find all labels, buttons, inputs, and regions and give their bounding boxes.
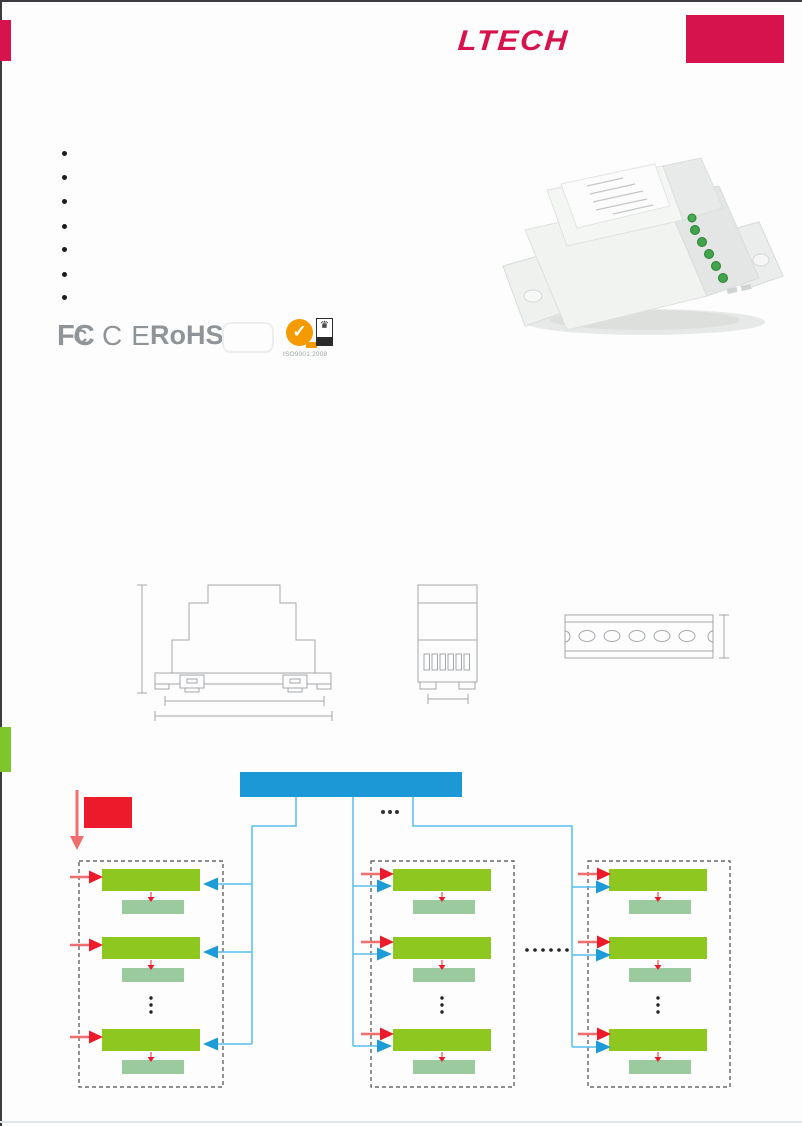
signal-lines	[251, 797, 573, 1047]
din-rail-drawing	[564, 614, 729, 659]
group-1-dashed-border	[78, 860, 224, 1088]
photo-label-text-lines	[586, 177, 654, 215]
feature-bullet	[62, 272, 67, 277]
crown-emblem-icon: ♛	[316, 318, 333, 346]
brand-logo: LTECH	[456, 24, 571, 57]
side-view-drawing	[417, 584, 478, 704]
page-left-border	[0, 0, 2, 1126]
wiring-diagram	[68, 772, 731, 1088]
ce-logo: CE	[102, 320, 159, 351]
device-group-1	[68, 860, 253, 1088]
certifications-row: FCC CE RoHS ✓ ♛ ISO9001:2008	[0, 316, 420, 362]
photo-green-terminals	[687, 213, 728, 283]
legend-power-arrow	[70, 790, 84, 850]
iso-caption: ISO9001:2008	[283, 351, 328, 358]
photo-bottom-slots	[726, 284, 752, 294]
product-photo	[502, 157, 784, 335]
feature-bullet	[62, 175, 67, 180]
feature-bullet	[62, 199, 67, 204]
device-group-2	[352, 860, 515, 1088]
section-tab-green	[0, 727, 11, 772]
feature-bullet	[62, 224, 67, 229]
front-view-drawing	[137, 584, 333, 721]
model-badge	[686, 15, 784, 63]
bus-ellipsis-dots	[381, 810, 399, 814]
section-tab-red	[0, 20, 11, 61]
groups-ellipsis-dots	[525, 948, 569, 952]
legend-red-box	[84, 797, 132, 828]
photo-label	[560, 163, 671, 229]
footer-divider	[0, 1121, 802, 1123]
feature-bullet	[62, 295, 67, 300]
group-2-dashed-border	[370, 860, 515, 1088]
fcc-logo: FCC	[57, 320, 95, 352]
feature-bullet	[62, 247, 67, 252]
dimension-drawings	[137, 584, 729, 721]
page-top-border	[0, 0, 802, 2]
device-group-3	[571, 860, 731, 1088]
group-3-dashed-border	[587, 860, 731, 1088]
feature-bullet	[62, 151, 67, 156]
faint-cert-placeholder	[222, 322, 274, 353]
iso-tag	[306, 342, 317, 348]
bus-bar	[240, 772, 462, 797]
iso-check-icon: ✓	[286, 319, 313, 346]
rohs-logo: RoHS	[150, 320, 224, 350]
